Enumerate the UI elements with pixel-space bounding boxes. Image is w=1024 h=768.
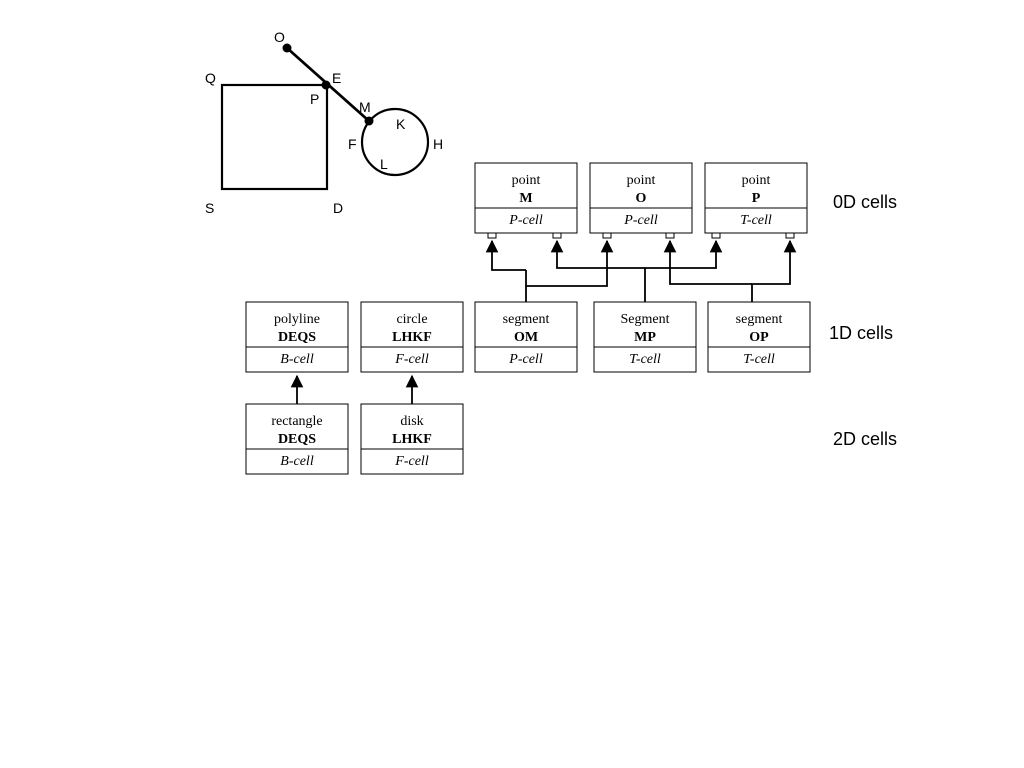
cell-type: polyline — [274, 312, 320, 327]
cell-name: MP — [634, 330, 656, 345]
level-label-2d: 2D cells — [833, 429, 897, 449]
ports-0d — [487, 232, 795, 239]
cell-name: P — [752, 191, 761, 206]
cell-kind: B-cell — [280, 352, 314, 367]
port-p-right — [785, 232, 795, 239]
level-label-0d: 0D cells — [833, 192, 897, 212]
cell-type: point — [742, 173, 771, 188]
cell-type: point — [627, 173, 656, 188]
cell-segment-mp: Segment MP T-cell — [593, 301, 697, 373]
cell-name: DEQS — [278, 432, 316, 447]
label-s: S — [205, 200, 214, 216]
cell-type: segment — [503, 312, 550, 327]
label-d: D — [333, 200, 343, 216]
label-m: M — [359, 99, 371, 115]
port-p-left — [711, 232, 721, 239]
cell-name: OP — [749, 330, 769, 345]
connector-om — [525, 239, 614, 302]
label-p: P — [310, 91, 319, 107]
point-m-marker — [364, 116, 374, 126]
cell-kind: F-cell — [394, 454, 429, 469]
port-o-right — [665, 232, 675, 239]
cell-kind: T-cell — [743, 352, 775, 367]
port-m-right — [552, 232, 562, 239]
label-e: E — [332, 70, 341, 86]
connector-om-m — [485, 239, 526, 271]
connector-op — [751, 239, 797, 302]
circle-shape — [360, 107, 430, 177]
point-e-marker — [321, 80, 331, 90]
cell-kind: F-cell — [394, 352, 429, 367]
cell-name: LHKF — [392, 432, 432, 447]
cell-polyline-deqs: polyline DEQS B-cell — [245, 301, 349, 373]
square-shape — [220, 83, 329, 191]
cell-rectangle-deqs: rectangle DEQS B-cell — [245, 403, 349, 475]
cell-kind: T-cell — [629, 352, 661, 367]
label-q: Q — [205, 70, 216, 86]
level-label-1d: 1D cells — [829, 323, 893, 343]
cell-type: circle — [396, 312, 427, 327]
point-o-marker — [282, 43, 292, 53]
cell-segment-op: segment OP T-cell — [707, 301, 811, 373]
cell-type: rectangle — [271, 414, 322, 429]
cell-kind: P-cell — [508, 352, 543, 367]
port-m-left — [487, 232, 497, 239]
cell-segment-om: segment OM P-cell — [474, 301, 578, 373]
cell-name: M — [519, 191, 532, 206]
cell-kind: P-cell — [508, 213, 543, 228]
label-l: L — [380, 156, 388, 172]
cell-circle-lhkf: circle LHKF F-cell — [360, 301, 464, 373]
cell-type: segment — [736, 312, 783, 327]
connector-op-o — [663, 239, 752, 285]
cell-point-m: point M P-cell — [474, 162, 578, 234]
geometry-figure: O E P Q M K F H L S D — [205, 29, 443, 216]
cell-type: Segment — [621, 312, 670, 327]
cell-name: OM — [514, 330, 538, 345]
connector-mp-m — [550, 239, 645, 269]
label-h: H — [433, 136, 443, 152]
cell-kind: B-cell — [280, 454, 314, 469]
connectors-0d-1d — [485, 239, 797, 302]
cell-name: DEQS — [278, 330, 316, 345]
label-f: F — [348, 136, 357, 152]
cell-disk-lhkf: disk LHKF F-cell — [360, 403, 464, 475]
cell-point-p: point P T-cell — [704, 162, 808, 234]
label-k: K — [396, 116, 406, 132]
port-o-left — [602, 232, 612, 239]
cell-kind: P-cell — [623, 213, 658, 228]
cell-name: LHKF — [392, 330, 432, 345]
cell-type: disk — [400, 414, 423, 429]
cell-name: O — [636, 191, 647, 206]
cell-point-o: point O P-cell — [589, 162, 693, 234]
connector-mp — [644, 239, 723, 302]
cell-kind: T-cell — [740, 213, 772, 228]
cell-type: point — [512, 173, 541, 188]
label-o: O — [274, 29, 285, 45]
